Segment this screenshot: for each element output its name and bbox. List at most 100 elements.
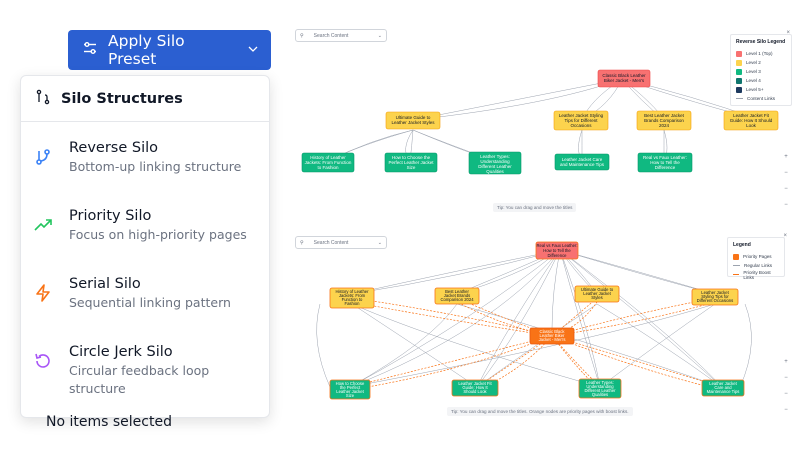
node-label: Styles <box>591 295 602 300</box>
zoom-reset-button[interactable]: − <box>784 391 788 397</box>
node-label: Function to <box>342 297 363 302</box>
node-label: the Perfect <box>340 385 361 390</box>
node-label: Leather Jacket <box>583 291 611 296</box>
node-label: Different Leather <box>584 388 616 393</box>
close-icon[interactable]: × <box>783 233 787 239</box>
node-label: Leather Jacket <box>336 389 364 394</box>
apply-silo-preset-button[interactable]: Apply Silo Preset <box>68 30 271 70</box>
node-label: How to Choose the <box>392 155 431 160</box>
graph-node-level1 <box>597 69 651 88</box>
legend-row: Level 4 <box>736 76 786 85</box>
node-label: Real vs Faux Leather: <box>643 155 687 160</box>
graph-node-level3 <box>384 152 438 173</box>
legend-row: Level 1 (Top) <box>736 49 786 58</box>
node-label: and Maintenance Tips <box>560 162 605 167</box>
branch-icon <box>33 147 55 169</box>
node-label: Real vs Faux Leather: <box>537 243 578 248</box>
menu-item-title: Serial Silo <box>69 276 141 292</box>
node-label: Leather Jacket Fit <box>733 113 770 118</box>
menu-item-serial-silo[interactable]: Serial Silo Sequential linking pattern <box>33 274 263 312</box>
graph-node-level2 <box>385 111 441 130</box>
node-label: Understanding <box>586 384 614 389</box>
priority-legend: × Legend Priority Pages Regular Links Pr… <box>727 233 787 280</box>
graph-node-level2 <box>636 110 692 131</box>
node-label: Should Look <box>463 389 487 394</box>
graph-node-level3 <box>578 378 622 399</box>
node-label: Leather Jacket Styles <box>391 120 435 125</box>
legend-row: Regular Links <box>733 261 779 270</box>
node-label: Leather Jacket <box>709 381 737 386</box>
close-icon[interactable]: × <box>786 30 790 36</box>
zoom-out-button[interactable]: − <box>784 375 788 381</box>
graph-node-level2 <box>723 110 779 131</box>
menu-item-desc: Sequential linking pattern <box>69 295 231 310</box>
priority-silo-graph-panel: ⚲ Search Content ⌄ <box>290 232 795 422</box>
zoom-out-button[interactable]: − <box>784 170 788 176</box>
graph-node-level2 <box>434 287 480 305</box>
zoom-in-button[interactable]: + <box>784 359 788 365</box>
node-label: Understanding <box>480 159 510 164</box>
node-label: Styling Tips for <box>701 294 729 299</box>
legend-row: Priority Boost Links <box>733 270 779 280</box>
node-label: Guide: How It <box>462 385 488 390</box>
graph-node-level2 <box>553 110 609 131</box>
menu-item-reverse-silo[interactable]: Reverse Silo Bottom-up linking structure <box>33 138 263 176</box>
node-label: How to Choose <box>336 381 365 386</box>
zoom-reset-button[interactable]: − <box>784 186 788 192</box>
search-icon: ⚲ <box>300 239 304 246</box>
graph-node-level2 <box>691 288 739 306</box>
search-input[interactable]: ⚲ Search Content ⌄ <box>295 236 387 249</box>
graph-tip: Tip: You can drag and move the titles <box>493 203 577 212</box>
menu-item-circle-jerk-silo[interactable]: Circle Jerk Silo Circular feedback loop … <box>33 342 263 398</box>
route-icon <box>35 89 51 109</box>
search-placeholder: Search Content <box>313 239 349 246</box>
rotate-icon <box>33 351 55 373</box>
node-label: Leather Jacket Styling <box>559 113 604 118</box>
zoom-fit-button[interactable]: − <box>784 202 788 208</box>
node-label: Classic Black <box>540 329 566 334</box>
legend-title: Legend <box>733 242 751 248</box>
legend-row: Level 5+ <box>736 85 786 94</box>
graph-node-level2 <box>574 285 620 303</box>
node-label: Brands Comparison <box>644 118 684 123</box>
zoom-in-button[interactable]: + <box>784 154 788 160</box>
zoom-fit-button[interactable]: − <box>784 407 788 413</box>
node-label: Leather Jacket <box>701 290 729 295</box>
menu-item-desc: structure <box>69 381 126 396</box>
legend-row: Content Links <box>736 94 786 103</box>
legend-row: Level 2 <box>736 58 786 67</box>
apply-silo-preset-label: Apply Silo Preset <box>108 32 185 68</box>
node-label: Care and <box>714 385 732 390</box>
node-label: Leather Jacket Fit <box>458 381 492 386</box>
menu-item-priority-silo[interactable]: Priority Silo Focus on high-priority pag… <box>33 206 263 244</box>
search-input[interactable]: ⚲ Search Content ⌄ <box>295 29 387 42</box>
menu-item-desc: Bottom-up linking structure <box>69 159 242 174</box>
node-label: Jackets: From Function <box>305 160 352 165</box>
search-icon: ⚲ <box>300 32 304 39</box>
legend-title: Reverse Silo Legend <box>736 39 786 45</box>
graph-node-level3 <box>329 379 371 400</box>
bolt-icon <box>33 283 55 305</box>
node-label: How to Tell the <box>543 248 571 253</box>
silo-structures-menu: Silo Structures Reverse Silo Bottom-up l… <box>20 75 270 418</box>
chevron-down-icon: ⌄ <box>377 239 382 246</box>
node-label: Best Leather <box>445 289 469 294</box>
node-label: Tips for Different <box>564 118 598 123</box>
graph-node-level3 <box>701 379 745 397</box>
